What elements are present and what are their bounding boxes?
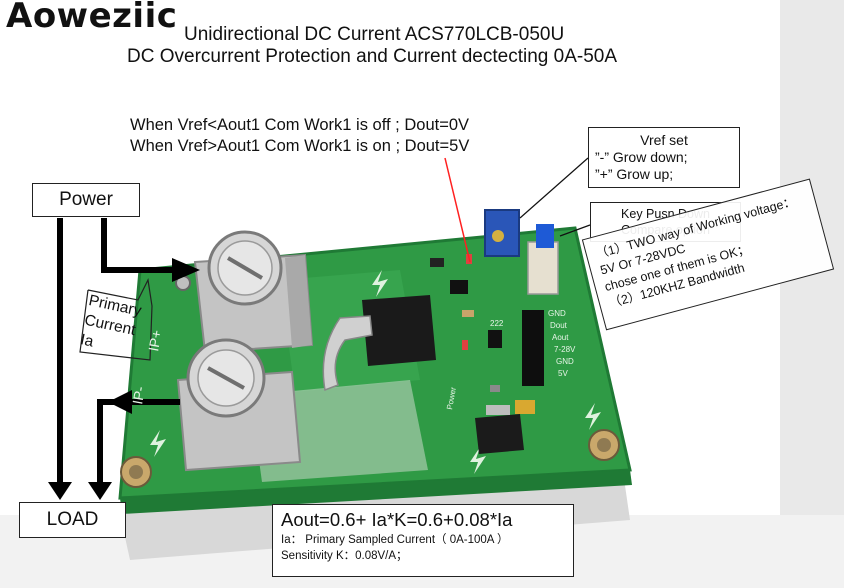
vref-title: Vref set: [640, 132, 688, 148]
pointer-line: [444, 157, 471, 263]
lightning-mark-2: [150, 430, 166, 457]
lightning-mark-4: [470, 447, 486, 474]
push-button-cap: [536, 224, 554, 248]
silk-res-code: 222: [490, 319, 504, 328]
silk-ip-minus: IP-: [129, 385, 148, 406]
terminal-bracket-upper-side: [285, 255, 312, 348]
arrow-screw-to-load: [97, 399, 180, 488]
header-title: Unidirectional DC Current ACS770LCB-050U: [184, 24, 565, 45]
formula-sub-2: Sensitivity K：0.08V/A；: [281, 549, 408, 562]
silk-power: Power: [445, 386, 458, 410]
formula-box: Aout=0.6+ Ia*K=0.6+0.08*Ia Ia： Primary S…: [272, 504, 574, 577]
silk-ip-plus: IP+: [145, 329, 164, 353]
push-button-base: [527, 241, 559, 295]
primary-callout-frame: [79, 278, 153, 361]
power-label-box: Power: [32, 183, 140, 217]
smd-6: [490, 385, 500, 392]
background-grey-strip: [780, 0, 844, 588]
smd-2: [450, 280, 468, 294]
smd-5: [515, 400, 535, 414]
power-label: Power: [59, 189, 113, 210]
sensor-chip: [362, 295, 436, 366]
formula-main: Aout=0.6+ Ia*K=0.6+0.08*Ia: [281, 509, 513, 530]
pin-label: 5V: [558, 369, 568, 378]
arrow-power-to-screw: [101, 218, 178, 273]
vref-info-box: Vref set ”-” Grow down; ”+” Grow up;: [588, 127, 740, 188]
lightning-mark-3: [585, 403, 601, 430]
pin-label: GND: [548, 309, 566, 318]
pin-label: Aout: [552, 333, 569, 342]
potentiometer: [484, 209, 520, 257]
smd-3: [462, 310, 474, 317]
pin-header: [522, 310, 544, 386]
load-label-box: LOAD: [19, 502, 126, 538]
regulator: [475, 414, 524, 454]
sensor-lead-1: [322, 315, 373, 392]
pcb-edge: [120, 470, 632, 514]
smd-4: [488, 330, 502, 348]
pin-label: Dout: [550, 321, 568, 330]
pin-labels: GND Dout Aout 7-28V GND 5V: [548, 309, 576, 378]
vref-pointer-line: [519, 157, 589, 219]
vref-line-2: ”+” Grow up;: [595, 166, 674, 183]
pin-label: 7-28V: [554, 345, 576, 354]
vref-line-1: ”-” Grow down;: [595, 149, 688, 166]
formula-sub-1: Ia： Primary Sampled Current（ 0A-100A ）: [281, 534, 509, 546]
lightning-mark-1: [372, 270, 388, 297]
smd-1: [430, 258, 444, 267]
key-pointer-line: [559, 224, 591, 237]
led-2: [462, 340, 468, 350]
pin-label: GND: [556, 357, 574, 366]
load-label: LOAD: [46, 509, 99, 530]
condition-line-1: When Vref<Aout1 Com Work1 is off ; Dout=…: [130, 116, 470, 134]
condition-line-2: When Vref>Aout1 Com Work1 is on ; Dout=5…: [130, 137, 470, 155]
header-subtitle: DC Overcurrent Protection and Current de…: [127, 46, 618, 67]
brand-logo: Aoweziic: [6, 0, 178, 36]
